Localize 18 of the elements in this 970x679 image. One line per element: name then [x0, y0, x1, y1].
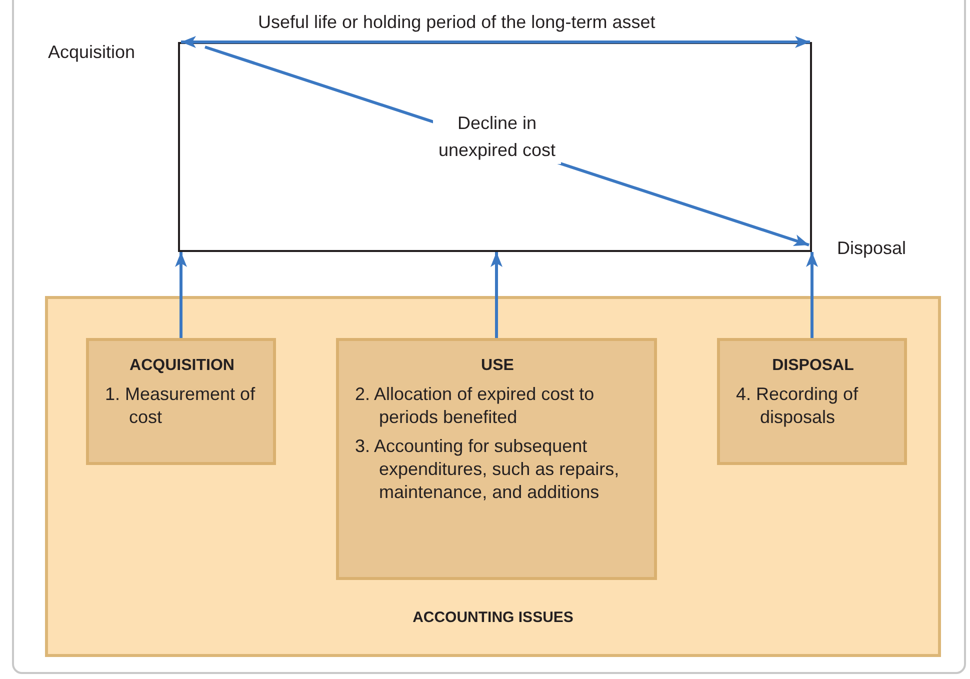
list-item: 3. Accounting for subsequent expenditures, such as repairs, maintenance, and additions — [355, 435, 620, 504]
end-label: Disposal — [837, 237, 906, 260]
panel-title: ACCOUNTING ISSUES — [412, 609, 574, 626]
issue-card — [336, 338, 657, 580]
start-label: Acquisition — [48, 41, 136, 64]
arrow — [490, 252, 502, 338]
issue-card — [717, 338, 907, 465]
list-item: 4. Recording of disposals — [736, 383, 860, 429]
arrow — [175, 252, 187, 338]
card-heading: ACQUISITION — [128, 357, 236, 375]
list-item: 2. Allocation of expired cost to periods benefited — [355, 383, 596, 429]
issue-card — [86, 338, 276, 465]
period-label: Useful life or holding period of the long-term asset — [258, 11, 656, 34]
issues-panel — [45, 296, 941, 657]
arrow — [806, 252, 818, 338]
list-item: 1. Measurement of cost — [105, 383, 256, 429]
card-heading: DISPOSAL — [771, 357, 855, 375]
card-heading: USE — [480, 357, 515, 375]
